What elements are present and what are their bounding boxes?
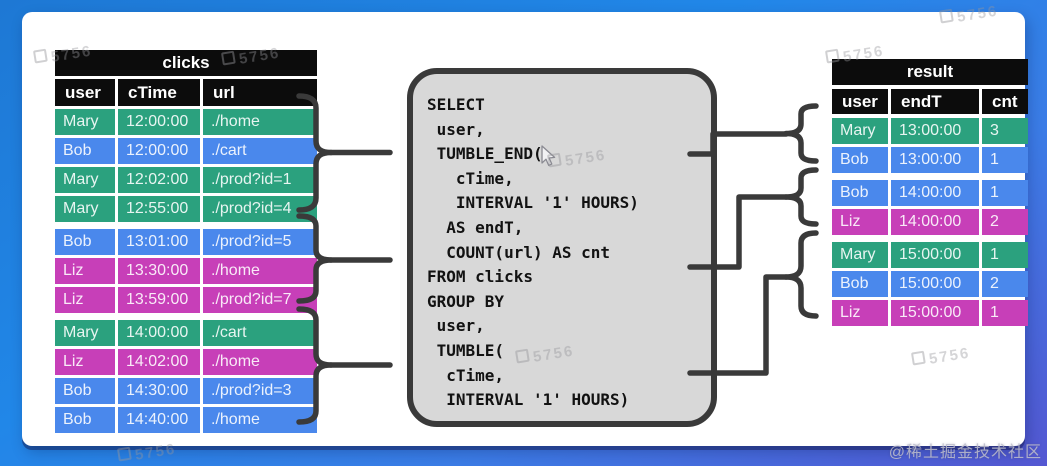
clicks-cell-user: Mary [55, 196, 115, 222]
clicks-cell-cTime: 13:30:00 [118, 258, 200, 284]
clicks-cell-cTime: 14:30:00 [118, 378, 200, 404]
sql-query-box: SELECT user, TUMBLE_END( cTime, INTERVAL… [407, 68, 717, 427]
clicks-cell-cTime: 13:01:00 [118, 229, 200, 255]
clicks-cell-user: Liz [55, 258, 115, 284]
clicks-cell-cTime: 12:00:00 [118, 109, 200, 135]
result-cell-cnt: 1 [982, 147, 1028, 173]
clicks-cell-user: Bob [55, 138, 115, 164]
result-cell-cnt: 1 [982, 180, 1028, 206]
clicks-cell-user: Mary [55, 167, 115, 193]
result-cell-cnt: 1 [982, 242, 1028, 268]
clicks-cell-url: ./prod?id=5 [203, 229, 317, 255]
result-cell-user: Mary [832, 118, 888, 144]
clicks-cell-user: Liz [55, 349, 115, 375]
clicks-cell-url: ./home [203, 349, 317, 375]
clicks-cell-cTime: 13:59:00 [118, 287, 200, 313]
sql-code: SELECT user, TUMBLE_END( cTime, INTERVAL… [427, 95, 639, 410]
clicks-cell-user: Mary [55, 320, 115, 346]
clicks-cell-cTime: 12:00:00 [118, 138, 200, 164]
clicks-cell-url: ./cart [203, 320, 317, 346]
clicks-col-header-url: url [203, 79, 317, 106]
clicks-cell-user: Bob [55, 229, 115, 255]
clicks-cell-user: Bob [55, 407, 115, 433]
result-col-header-cnt: cnt [982, 89, 1028, 114]
clicks-cell-url: ./home [203, 109, 317, 135]
result-col-header-endT: endT [891, 89, 979, 114]
result-cell-endT: 15:00:00 [891, 271, 979, 297]
result-cell-endT: 15:00:00 [891, 300, 979, 326]
clicks-col-header-cTime: cTime [118, 79, 200, 106]
clicks-cell-url: ./prod?id=7 [203, 287, 317, 313]
result-cell-endT: 14:00:00 [891, 180, 979, 206]
clicks-cell-url: ./home [203, 407, 317, 433]
result-cell-user: Liz [832, 300, 888, 326]
clicks-cell-user: Mary [55, 109, 115, 135]
result-cell-user: Mary [832, 242, 888, 268]
result-cell-user: Bob [832, 180, 888, 206]
clicks-cell-user: Liz [55, 287, 115, 313]
result-cell-user: Bob [832, 147, 888, 173]
result-cell-cnt: 2 [982, 209, 1028, 235]
clicks-cell-cTime: 14:00:00 [118, 320, 200, 346]
clicks-cell-cTime: 14:02:00 [118, 349, 200, 375]
clicks-cell-user: Bob [55, 378, 115, 404]
clicks-cell-url: ./prod?id=4 [203, 196, 317, 222]
result-cell-cnt: 1 [982, 300, 1028, 326]
result-cell-user: Liz [832, 209, 888, 235]
clicks-cell-cTime: 12:02:00 [118, 167, 200, 193]
clicks-cell-url: ./prod?id=3 [203, 378, 317, 404]
watermark-attribution: @稀土掘金技术社区 [888, 444, 1042, 461]
watermark-logo-icon [116, 446, 132, 462]
clicks-col-header-user: user [55, 79, 115, 106]
clicks-cell-url: ./prod?id=1 [203, 167, 317, 193]
result-cell-endT: 14:00:00 [891, 209, 979, 235]
clicks-table-title: clicks [55, 50, 317, 76]
clicks-cell-url: ./home [203, 258, 317, 284]
result-cell-endT: 13:00:00 [891, 118, 979, 144]
result-col-header-user: user [832, 89, 888, 114]
clicks-cell-cTime: 14:40:00 [118, 407, 200, 433]
result-cell-cnt: 3 [982, 118, 1028, 144]
result-cell-endT: 13:00:00 [891, 147, 979, 173]
result-cell-endT: 15:00:00 [891, 242, 979, 268]
clicks-cell-url: ./cart [203, 138, 317, 164]
clicks-cell-cTime: 12:55:00 [118, 196, 200, 222]
result-table-title: result [832, 59, 1028, 85]
result-cell-cnt: 2 [982, 271, 1028, 297]
result-cell-user: Bob [832, 271, 888, 297]
